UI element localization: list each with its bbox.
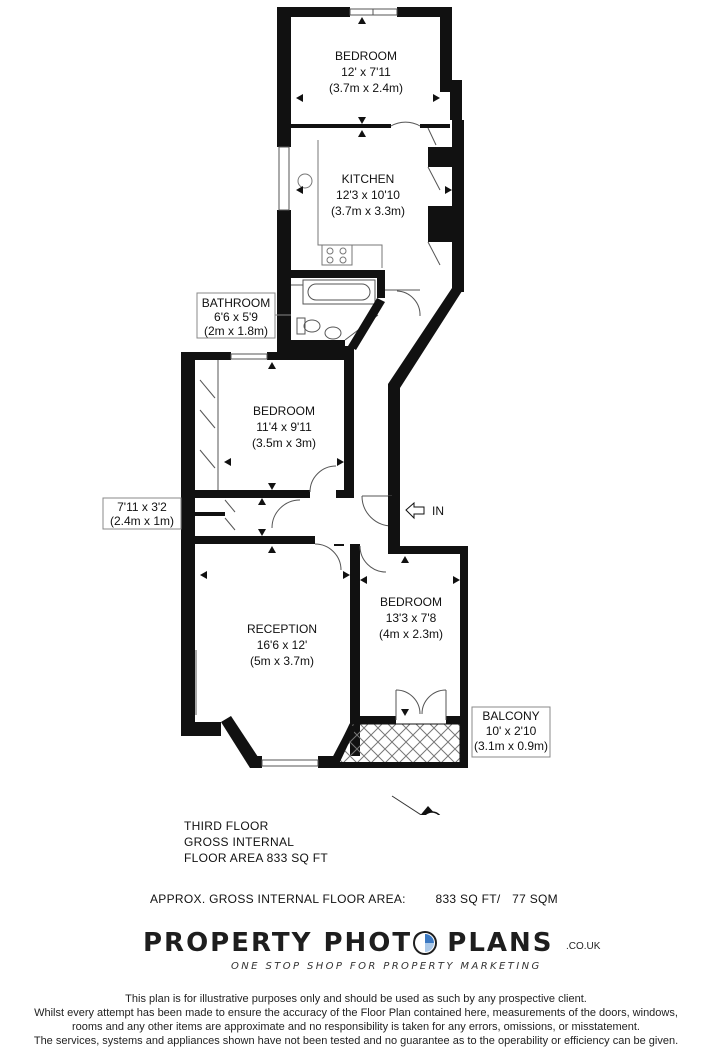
top-block-walls bbox=[277, 7, 464, 292]
label-storage: 7'11 x 3'2 (2.4m x 1m) bbox=[110, 500, 174, 528]
balcony-metric: (3.1m x 0.9m) bbox=[474, 739, 548, 753]
compass-icon: N bbox=[391, 795, 441, 815]
window-bedroom-mid bbox=[230, 353, 268, 360]
logo-tld: .CO.UK bbox=[566, 941, 601, 952]
corridor-door bbox=[385, 289, 421, 317]
label-bedroom-right: BEDROOM 13'3 x 7'8 (4m x 2.3m) bbox=[379, 595, 443, 641]
storage-metric: (2.4m x 1m) bbox=[110, 514, 174, 528]
entrance-door bbox=[361, 495, 393, 527]
label-bedroom-mid: BEDROOM 11'4 x 9'11 (3.5m x 3m) bbox=[252, 404, 316, 450]
entrance-label: IN bbox=[432, 504, 444, 518]
storage-doors bbox=[224, 499, 301, 531]
bathroom-imperial: 6'6 x 5'9 bbox=[214, 310, 258, 324]
balcony-imperial: 10' x 2'10 bbox=[486, 724, 537, 738]
bedroom-mid-walls bbox=[181, 352, 354, 730]
logo-text: PROPERTY PHOTO PLANS bbox=[143, 928, 554, 958]
label-balcony: BALCONY 10' x 2'10 (3.1m x 0.9m) bbox=[474, 709, 548, 753]
storage-imperial: 7'11 x 3'2 bbox=[117, 500, 167, 514]
floor-plan: BEDROOM 12' x 7'11 (3.7m x 2.4m) KITCHEN… bbox=[102, 7, 551, 815]
label-reception: RECEPTION 16'6 x 12' (5m x 3.7m) bbox=[247, 622, 317, 668]
kitchen-name: KITCHEN bbox=[342, 172, 395, 186]
label-kitchen: KITCHEN 12'3 x 10'10 (3.7m x 3.3m) bbox=[331, 172, 405, 218]
entrance-arrow-icon bbox=[405, 501, 425, 520]
approx-area-label: APPROX. GROSS INTERNAL FLOOR AREA: bbox=[150, 892, 406, 906]
floor-info-line: GROSS INTERNAL bbox=[184, 835, 295, 849]
reception-metric: (5m x 3.7m) bbox=[250, 654, 314, 668]
kitchen-imperial: 12'3 x 10'10 bbox=[336, 188, 400, 202]
window-reception bbox=[195, 543, 342, 767]
camera-aperture-icon bbox=[413, 931, 437, 955]
bathroom-walls bbox=[277, 270, 385, 355]
bedroom-right-metric: (4m x 2.3m) bbox=[379, 627, 443, 641]
bedroom-mid-imperial: 11'4 x 9'11 bbox=[256, 420, 312, 434]
bathtub bbox=[291, 279, 376, 305]
kitchen-worktop bbox=[297, 140, 383, 268]
bedroom-top-name: BEDROOM bbox=[335, 49, 397, 63]
reception-name: RECEPTION bbox=[247, 622, 317, 636]
bedroom-top-imperial: 12' x 7'11 bbox=[341, 65, 391, 79]
label-bathroom: BATHROOM 6'6 x 5'9 (2m x 1.8m) bbox=[202, 296, 270, 338]
bathroom-metric: (2m x 1.8m) bbox=[204, 324, 268, 338]
window-kitchen bbox=[278, 146, 290, 211]
disclaimer-line: This plan is for illustrative purposes o… bbox=[125, 993, 587, 1005]
bedroom-right-doors bbox=[359, 545, 447, 720]
disclaimer-line: Whilst every attempt has been made to en… bbox=[34, 1007, 678, 1019]
window-top bbox=[349, 8, 398, 16]
approx-area-sqm: 77 SQM bbox=[512, 892, 558, 906]
approx-area-sqft: 833 SQ FT/ bbox=[435, 892, 501, 906]
wardrobe-doors bbox=[199, 360, 337, 493]
disclaimer: This plan is for illustrative purposes o… bbox=[0, 992, 712, 1048]
bedroom-top-metric: (3.7m x 2.4m) bbox=[329, 81, 403, 95]
dimension-markers bbox=[200, 17, 460, 716]
balcony-area bbox=[329, 723, 468, 768]
storage-label-box bbox=[102, 497, 182, 530]
disclaimer-line: The services, systems and appliances sho… bbox=[33, 1035, 679, 1047]
divider-bedroom-kitchen bbox=[291, 121, 450, 128]
bathroom-name: BATHROOM bbox=[202, 296, 270, 310]
bedroom-right-walls bbox=[350, 496, 468, 724]
bedroom-mid-name: BEDROOM bbox=[253, 404, 315, 418]
floor-info-line: FLOOR AREA 833 SQ FT bbox=[184, 851, 329, 865]
bedroom-mid-metric: (3.5m x 3m) bbox=[252, 436, 316, 450]
reception-walls bbox=[181, 536, 360, 768]
floor-info-line: THIRD FLOOR bbox=[184, 819, 269, 833]
bedroom-right-name: BEDROOM bbox=[380, 595, 442, 609]
disclaimer-line: rooms and any other items are approximat… bbox=[72, 1021, 640, 1033]
bathroom-label-box bbox=[196, 292, 291, 339]
reception-imperial: 16'6 x 12' bbox=[257, 638, 308, 652]
balcony-name: BALCONY bbox=[482, 709, 539, 723]
company-logo: PROPERTY PHOTO PLANS .CO.UK ONE STOP SHO… bbox=[143, 928, 600, 978]
label-bedroom-top: BEDROOM 12' x 7'11 (3.7m x 2.4m) bbox=[329, 49, 403, 95]
floor-info: THIRD FLOOR GROSS INTERNAL FLOOR AREA 83… bbox=[184, 818, 328, 866]
kitchen-right-doors bbox=[427, 127, 441, 266]
balcony-label-box bbox=[471, 706, 551, 758]
approx-area: APPROX. GROSS INTERNAL FLOOR AREA: 833 S… bbox=[150, 892, 558, 906]
bedroom-right-imperial: 13'3 x 7'8 bbox=[386, 611, 437, 625]
logo-tagline: ONE STOP SHOP FOR PROPERTY MARKETING bbox=[231, 961, 542, 972]
corridor-walls bbox=[344, 288, 464, 496]
kitchen-metric: (3.7m x 3.3m) bbox=[331, 204, 405, 218]
